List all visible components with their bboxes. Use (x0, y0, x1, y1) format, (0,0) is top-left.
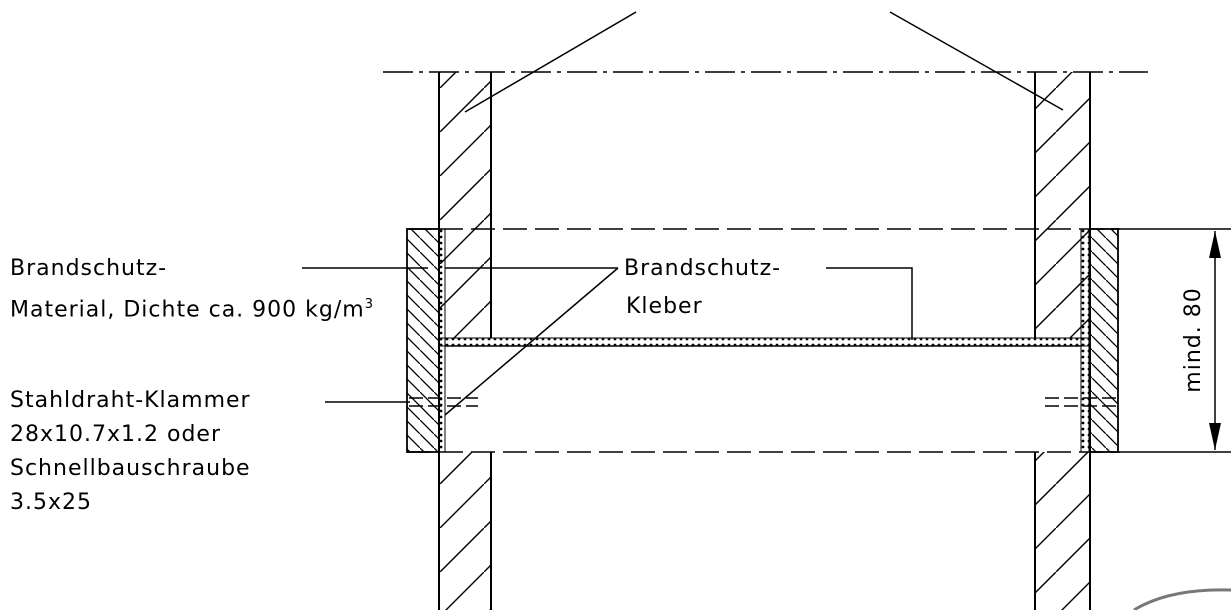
left-fire-board (406, 228, 440, 453)
corner-arc (1133, 588, 1231, 610)
klammer-label-line4: 3.5x25 (10, 490, 93, 515)
material-label-line2: Material, Dichte ca. 900 kg/m3 (10, 290, 374, 325)
leader-kleber-2 (444, 267, 619, 416)
right-fire-board (1089, 228, 1119, 453)
right-clamp (1045, 397, 1116, 407)
klammer-label-line2: 28x10.7x1.2 oder (10, 422, 222, 447)
kleber-label-line1: Brandschutz- (624, 256, 782, 281)
klammer-label-line3: Schnellbauschraube (10, 456, 251, 481)
material-label-line1: Brandschutz- (10, 256, 168, 281)
leader-top-right (889, 11, 1064, 111)
material-label-superscript: 3 (364, 297, 374, 312)
dimension-mind80: mind. 80 (1118, 228, 1231, 453)
left-wall (438, 72, 492, 610)
leader-kleber-right (826, 267, 913, 340)
left-clamp (409, 397, 478, 407)
dimension-label: mind. 80 (1181, 287, 1206, 392)
kleber-label-line2: Kleber (626, 294, 703, 319)
klammer-label-line1: Stahldraht-Klammer (10, 388, 251, 413)
adhesive-horizontal (438, 337, 1090, 347)
leader-top-left (464, 11, 637, 113)
material-label-text: Material, Dichte ca. 900 kg/m (10, 297, 365, 323)
